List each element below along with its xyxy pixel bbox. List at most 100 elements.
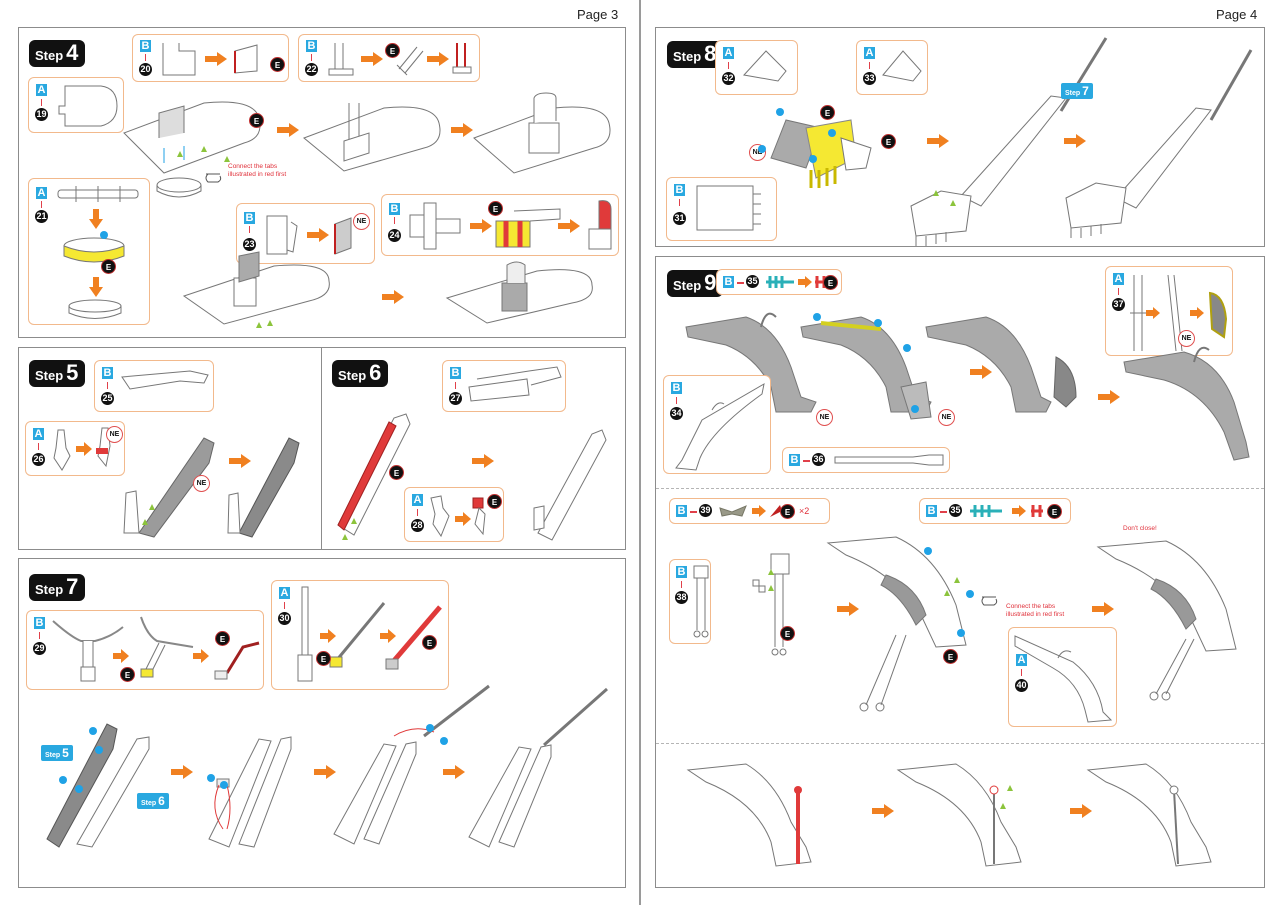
step-4-base-assembly-4 — [182, 251, 330, 325]
step-5-badge: Step 5 — [29, 360, 86, 387]
connector-dash — [803, 460, 810, 462]
bucket-assembly — [770, 119, 872, 188]
glue-marker: E — [385, 43, 400, 58]
step-9-boom-assembled — [1096, 540, 1237, 701]
sheet-badge: B — [244, 212, 255, 224]
alignment-triangle — [201, 146, 207, 152]
callout-part-33: A 33 — [856, 40, 928, 95]
arrow-icon — [837, 602, 859, 616]
alignment-triangle — [944, 590, 950, 596]
tab-dot — [95, 746, 103, 754]
ring-assembly — [156, 177, 202, 198]
step-label: Step — [673, 49, 702, 64]
step-7-arm-finished — [468, 687, 608, 848]
arrow-icon — [171, 765, 193, 779]
tab-dot — [776, 108, 784, 116]
glue-marker: E — [389, 465, 404, 480]
part-34-outline — [675, 383, 765, 471]
tab-dot — [911, 405, 919, 413]
step-tag-number: 6 — [158, 794, 165, 808]
part-number: 27 — [449, 392, 462, 405]
sheet-badge: A — [1016, 654, 1027, 666]
part-19-outline — [58, 85, 118, 127]
step-5-panel: Step 5 B 25 A 26 NE N — [18, 347, 322, 550]
callout-part-36: B 36 — [782, 447, 950, 473]
part-24-flat — [409, 202, 461, 250]
callout-part-24: B 24 E — [381, 194, 619, 256]
part-33-outline — [882, 50, 922, 82]
alignment-triangle — [954, 577, 960, 583]
sheet-badge: B — [723, 276, 734, 288]
callout-part-34: B 34 — [663, 375, 771, 474]
arrow-icon — [872, 804, 894, 818]
alignment-triangle — [342, 534, 348, 540]
sheet-badge: B — [926, 505, 937, 517]
part-number: 20 — [139, 63, 152, 76]
callout-part-21: A 21 E — [28, 178, 150, 325]
step-8-arm-finished — [1065, 49, 1253, 238]
glue-marker: E — [488, 201, 503, 216]
part-number: 19 — [35, 108, 48, 121]
step-number: 7 — [66, 574, 79, 599]
part-number: 29 — [33, 642, 46, 655]
part-number: 40 — [1015, 679, 1028, 692]
step-number: 9 — [704, 270, 717, 295]
part-40-outline — [1014, 635, 1113, 723]
connector-tick — [41, 99, 42, 106]
tab-dot — [809, 155, 817, 163]
sheet-badge: B — [671, 382, 682, 394]
connector-tick — [394, 217, 395, 224]
no-glue-marker: NE — [193, 475, 210, 492]
step-label: Step — [338, 368, 367, 383]
callout-part-39: B 39 E ×2 — [669, 498, 830, 524]
step-tag-number: 7 — [1082, 84, 1089, 98]
arrow-icon — [314, 765, 336, 779]
alignment-triangle — [768, 569, 774, 575]
part-39-folded — [770, 505, 782, 517]
sheet-badge: B — [306, 40, 317, 52]
arrow-icon — [382, 290, 404, 304]
step-number: 4 — [66, 40, 79, 65]
step-6-arm-finished — [533, 429, 607, 541]
callout-part-37: A 37 NE — [1105, 266, 1233, 356]
arrow-icon — [1190, 307, 1204, 319]
alignment-triangle — [149, 504, 155, 510]
part-number: 26 — [32, 453, 45, 466]
part-26-flat — [53, 429, 71, 471]
step-9-boom-with-cylinders — [826, 536, 967, 712]
part-23-flat — [266, 215, 298, 255]
step-6-badge: Step 6 — [332, 360, 389, 387]
tab-dot — [207, 774, 215, 782]
part-35-folded — [1031, 505, 1043, 517]
part-38-folding — [752, 553, 790, 656]
glue-marker: E — [101, 259, 116, 274]
sheet-badge: A — [864, 47, 875, 59]
part-number: 34 — [670, 407, 683, 420]
alignment-triangle — [950, 200, 956, 206]
step-4-base-assembly-3 — [473, 92, 611, 174]
glue-marker: E — [249, 113, 264, 128]
arrow-icon — [277, 123, 299, 137]
arrow-icon — [927, 134, 949, 148]
part-36-outline — [834, 454, 944, 466]
arrow-icon — [558, 219, 580, 233]
arrow-icon — [970, 365, 992, 379]
part-number: 35 — [949, 504, 962, 517]
connector-tick — [679, 199, 680, 206]
alignment-triangle — [256, 322, 262, 328]
arrow-icon — [205, 52, 227, 66]
alignment-triangle — [768, 585, 774, 591]
part-number: 36 — [812, 453, 825, 466]
part-number: 31 — [673, 212, 686, 225]
glue-marker: E — [943, 649, 958, 664]
arrow-icon — [76, 442, 92, 456]
glue-marker: E — [120, 667, 135, 682]
sheet-badge: A — [279, 587, 290, 599]
section-divider — [656, 743, 1264, 744]
step-4-badge: Step 4 — [29, 40, 86, 67]
part-number: 39 — [699, 504, 712, 517]
arrow-icon — [472, 454, 494, 468]
no-glue-marker: NE — [938, 409, 955, 426]
